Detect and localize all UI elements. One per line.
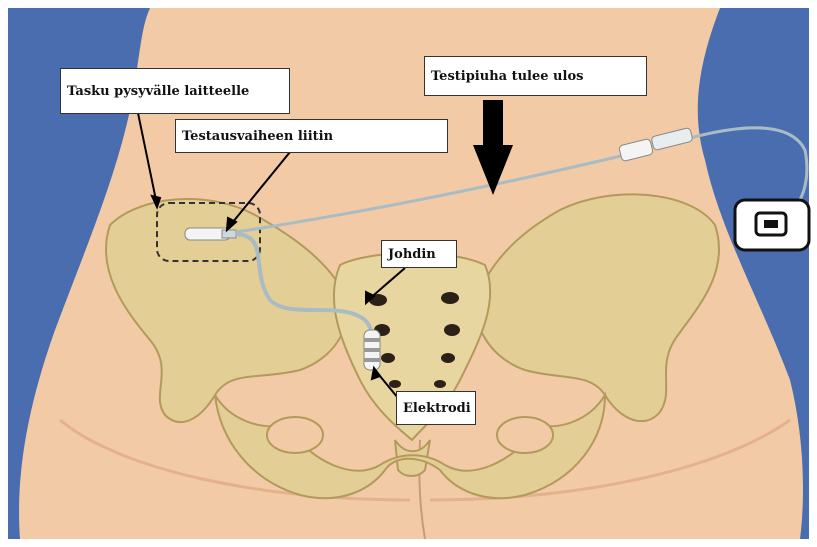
foramen [434, 380, 446, 388]
electrode [364, 330, 380, 370]
foramen [389, 380, 401, 388]
label-electrode: Elektrodi [396, 391, 476, 425]
foramen [441, 353, 455, 363]
foramen [444, 324, 460, 336]
left-obturator [267, 417, 323, 453]
label-lead: Johdin [381, 240, 457, 268]
foramen [381, 353, 395, 363]
right-obturator [497, 417, 553, 453]
label-connector: Testausvaiheen liitin [175, 119, 448, 153]
external-stimulator-icon [735, 200, 809, 250]
label-cable: Testipiuha tulee ulos [424, 56, 647, 96]
foramen [441, 292, 459, 304]
label-pocket: Tasku pysyvälle laitteelle [60, 68, 290, 114]
